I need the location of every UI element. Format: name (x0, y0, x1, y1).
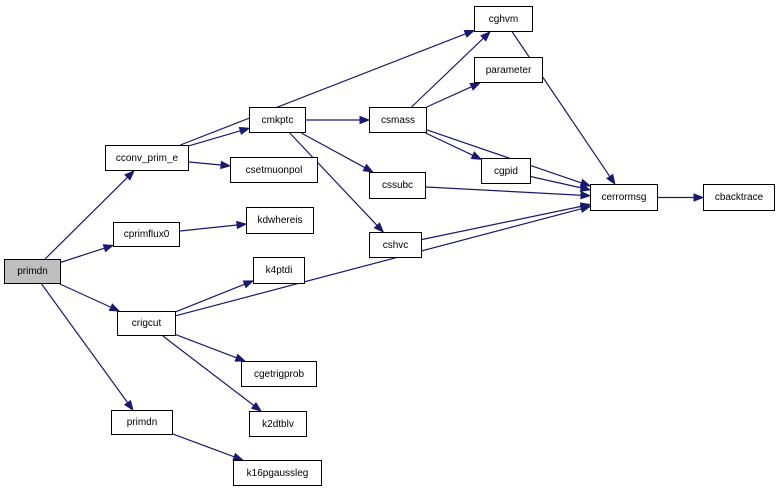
node-k2dtblv[interactable]: k2dtblv (249, 411, 307, 437)
edge-primdn_root-to-cprimflux0 (60, 247, 105, 263)
edge-cghvm-to-cerrormsg (511, 31, 611, 177)
arrowhead-primdn_root-to-cconv_prim_e (124, 170, 135, 181)
arrowhead-cmkptc-to-csmass (359, 115, 371, 125)
node-k4ptdi[interactable]: k4ptdi (253, 257, 305, 284)
arrowhead-cconv_prim_e-to-cghvm (463, 30, 476, 38)
node-cghvm[interactable]: cghvm (474, 6, 533, 32)
edge-csmass-to-cgpid (425, 132, 474, 156)
node-csetmuonpol[interactable]: csetmuonpol (230, 157, 318, 183)
arrowhead-cprimflux0-to-kdwhereis (236, 220, 248, 230)
node-cssubc[interactable]: cssubc (369, 172, 426, 199)
node-crigcut[interactable]: crigcut (117, 311, 176, 336)
arrowhead-csmass-to-cgpid (470, 151, 483, 160)
node-cbacktrace[interactable]: cbacktrace (703, 184, 775, 211)
arrowhead-cgpid-to-cerrormsg (579, 183, 592, 192)
edge-cssubc-to-cerrormsg (425, 186, 582, 196)
node-cshvc[interactable]: cshvc (369, 232, 422, 258)
node-kdwhereis[interactable]: kdwhereis (246, 207, 314, 234)
node-cgetrigprob[interactable]: cgetrigprob (241, 361, 317, 387)
edge-crigcut-to-cerrormsg (175, 208, 582, 317)
node-parameter[interactable]: parameter (474, 57, 543, 83)
arrowhead-primdn_root-to-primdn_child (123, 399, 134, 412)
edge-cconv_prim_e-to-csetmuonpol (188, 161, 222, 166)
arrowhead-cshvc-to-cerrormsg (579, 202, 592, 211)
edge-csmass-to-cerrormsg (426, 129, 582, 184)
edge-primdn_root-to-primdn_child (41, 283, 129, 404)
arrowhead-primdn_root-to-cprimflux0 (102, 244, 115, 253)
edge-cmkptc-to-cssubc (301, 132, 366, 169)
arrowhead-primdn_root-to-crigcut (108, 303, 121, 312)
arrowhead-cconv_prim_e-to-cmkptc (238, 126, 251, 136)
edge-csmass-to-parameter (426, 86, 472, 108)
edge-csmass-to-cghvm (411, 37, 484, 108)
arrowhead-cerrormsg-to-cbacktrace (693, 193, 705, 202)
node-cconv-prim-e[interactable]: cconv_prim_e (105, 145, 189, 171)
edge-primdn_root-to-cconv_prim_e (44, 176, 128, 260)
arrowhead-cssubc-to-cerrormsg (580, 190, 592, 200)
arrowhead-crigcut-to-cgetrigprob (234, 353, 247, 362)
arrowhead-cghvm-to-cerrormsg (606, 173, 616, 186)
edge-cconv_prim_e-to-cghvm (180, 33, 466, 146)
node-csmass[interactable]: csmass (369, 107, 427, 133)
arrowhead-csmass-to-parameter (469, 82, 482, 91)
node-primdn-child[interactable]: primdn (111, 410, 173, 435)
edge-crigcut-to-k4ptdi (175, 283, 245, 313)
edge-crigcut-to-cgetrigprob (175, 334, 237, 359)
node-k16pgaussleg[interactable]: k16pgaussleg (233, 460, 322, 486)
node-cmkptc[interactable]: cmkptc (249, 107, 306, 133)
edge-primdn_child-to-k16pgaussleg (172, 433, 235, 458)
arrowhead-csmass-to-cghvm (480, 31, 491, 42)
node-cprimflux0[interactable]: cprimflux0 (113, 222, 180, 247)
edge-cprimflux0-to-kdwhereis (179, 224, 238, 232)
arrowhead-cconv_prim_e-to-csetmuonpol (220, 160, 232, 170)
edge-cgpid-to-cerrormsg (530, 176, 582, 189)
edge-cshvc-to-cerrormsg (421, 205, 582, 241)
edge-crigcut-to-k2dtblv (162, 335, 255, 407)
arrowhead-cmkptc-to-cshvc (373, 222, 385, 234)
arrowhead-crigcut-to-k4ptdi (242, 280, 255, 289)
arrowhead-cmkptc-to-cssubc (362, 163, 374, 173)
arrowhead-crigcut-to-k2dtblv (250, 401, 263, 412)
edge-cconv_prim_e-to-cmkptc (188, 130, 241, 147)
node-cgpid[interactable]: cgpid (481, 158, 531, 184)
edge-primdn_root-to-crigcut (59, 283, 112, 308)
edge-cmkptc-to-cshvc (289, 132, 378, 226)
node-cerrormsg[interactable]: cerrormsg (590, 184, 658, 211)
node-primdn-root: primdn (4, 259, 61, 284)
